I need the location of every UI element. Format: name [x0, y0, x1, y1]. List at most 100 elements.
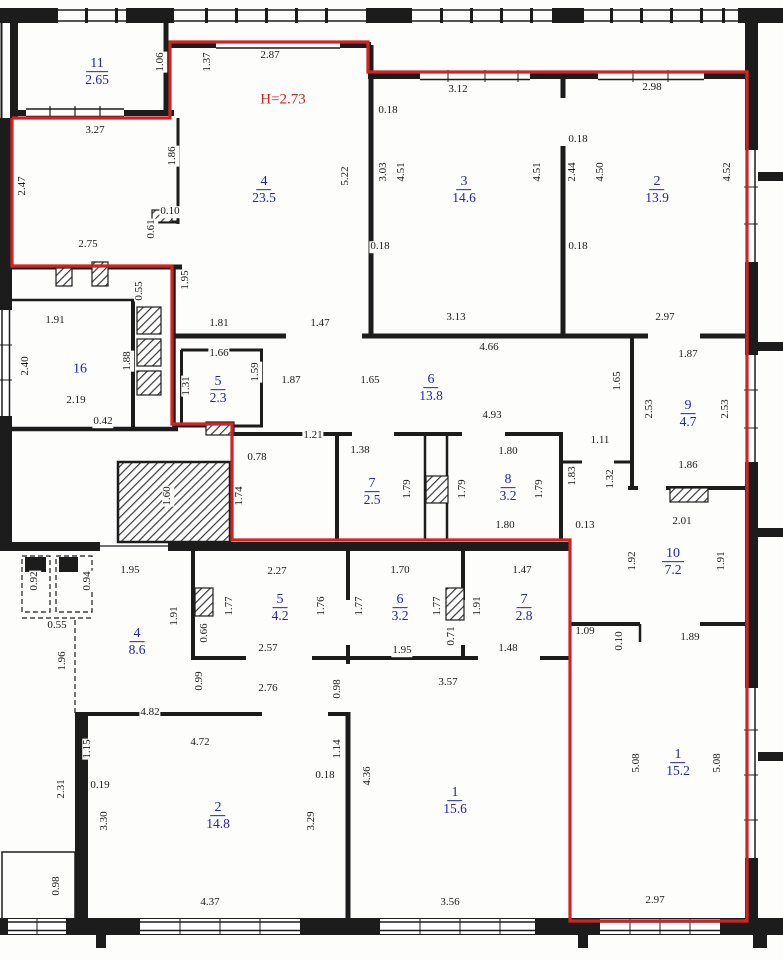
- room-number: 4: [129, 626, 145, 643]
- dimension-label: 1.32: [604, 468, 617, 490]
- dimension-label: 0.78: [246, 451, 268, 464]
- dimension-label: 1.60: [161, 485, 174, 507]
- dimension-label: 0.71: [445, 625, 458, 647]
- dimension-label: 2.19: [65, 394, 87, 407]
- dimension-label: 1.87: [677, 348, 699, 361]
- dimension-label: 3.56: [439, 896, 461, 909]
- dimension-label: 2.57: [257, 642, 279, 655]
- dimension-label: 1.86: [677, 459, 699, 472]
- room-area: 8.6: [128, 642, 146, 658]
- dimension-label: 1.47: [309, 317, 331, 330]
- apartment-boundary: [10, 40, 749, 923]
- room-number: 6: [392, 592, 408, 609]
- dimension-label: 0.10: [159, 205, 181, 218]
- room-area: 7.2: [664, 562, 682, 578]
- room-number: 9: [680, 398, 696, 415]
- dimension-label: 2.76: [257, 682, 279, 695]
- dimension-label: 1.79: [456, 478, 469, 500]
- dimension-label: 1.88: [121, 350, 134, 372]
- dimension-label: 0.42: [92, 415, 114, 428]
- dimension-label: 1.79: [533, 478, 546, 500]
- room-area: 2.3: [209, 390, 227, 406]
- dimension-label: 4.50: [594, 161, 607, 183]
- room-area: 2.5: [363, 492, 381, 508]
- dimension-label: 4.93: [481, 409, 503, 422]
- dimension-label: 0.98: [50, 875, 63, 897]
- dimension-label: 1.95: [391, 644, 413, 657]
- dimension-label: 1.47: [511, 564, 533, 577]
- dimension-label: 1.86: [166, 145, 179, 167]
- room-area: 14.6: [452, 190, 476, 206]
- dimension-label: 3.27: [84, 124, 106, 137]
- room-number: 3: [456, 174, 472, 191]
- dimension-label: 1.77: [353, 595, 366, 617]
- dimension-label: 1.80: [497, 445, 519, 458]
- dimension-label: 2.01: [671, 515, 693, 528]
- dimension-label: 4.82: [139, 706, 161, 719]
- dimension-label: 1.59: [249, 361, 262, 383]
- room-area: 4.2: [271, 608, 289, 624]
- dimension-label: 1.80: [494, 519, 516, 532]
- dimension-label: 0.19: [89, 779, 111, 792]
- dimension-label: 0.92: [28, 570, 41, 592]
- dimension-label: 1.11: [589, 434, 611, 447]
- dimension-label: 2.97: [654, 311, 676, 324]
- dimension-label: 4.51: [531, 161, 544, 183]
- dimension-label: 1.89: [679, 631, 701, 644]
- dimension-label: 4.37: [199, 896, 221, 909]
- dimension-label: 1.91: [44, 314, 66, 327]
- dimension-label: 1.74: [233, 485, 246, 507]
- dimension-label: 2.98: [641, 81, 663, 94]
- dimension-label: 1.14: [331, 738, 344, 760]
- dimension-label: 2.31: [55, 778, 68, 800]
- dimension-label: 1.96: [56, 650, 69, 672]
- dimension-label: 0.18: [377, 104, 399, 117]
- dimension-label: 2.97: [644, 894, 666, 907]
- room-number: 7: [364, 476, 380, 493]
- room-number: 2: [210, 800, 226, 817]
- room-area: 2.65: [85, 72, 109, 88]
- room-number: 4: [256, 174, 272, 191]
- dimension-label: 0.18: [314, 769, 336, 782]
- dimension-label: 0.66: [198, 622, 211, 644]
- dimension-label: 1.15: [81, 738, 94, 760]
- room-area: 3.2: [499, 488, 517, 504]
- dimension-label: 0.10: [613, 630, 626, 652]
- dimension-label: 2.53: [643, 398, 656, 420]
- dimension-label: 0.18: [567, 133, 589, 146]
- dimension-label: 4.72: [189, 736, 211, 749]
- room-area: 23.5: [252, 190, 276, 206]
- dimension-label: 0.55: [46, 619, 68, 632]
- dimension-label: 2.44: [566, 161, 579, 183]
- dimension-label: 1.65: [359, 374, 381, 387]
- room-number: 1: [447, 785, 463, 802]
- room-area: 13.9: [645, 190, 669, 206]
- dimension-label: 3.13: [445, 311, 467, 324]
- dimension-label: 0.94: [81, 570, 94, 592]
- room-number: 8: [500, 472, 516, 489]
- dimension-label: 1.65: [611, 370, 624, 392]
- dimension-label: 4.36: [361, 765, 374, 787]
- dimension-label: 1.81: [208, 317, 230, 330]
- dimension-label: 3.03: [377, 161, 390, 183]
- dimension-label: 5.08: [711, 752, 724, 774]
- room-number: 5: [272, 592, 288, 609]
- ceiling-height-note: Н=2.73: [258, 91, 308, 109]
- dimension-label: 1.77: [223, 595, 236, 617]
- dimension-label: 3.29: [305, 810, 318, 832]
- dimension-label: 3.12: [447, 83, 469, 96]
- dimension-label: 1.66: [208, 347, 230, 360]
- dimension-label: 4.51: [395, 161, 408, 183]
- dimension-label: 0.61: [145, 218, 158, 240]
